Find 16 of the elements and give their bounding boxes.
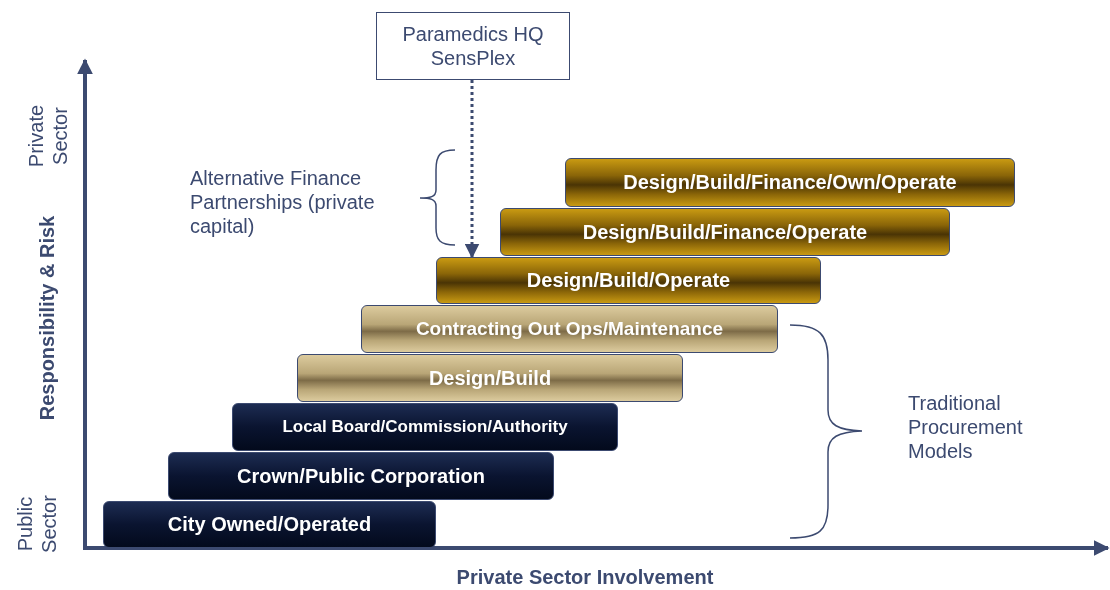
callout-box: Paramedics HQ SensPlex [376,12,570,80]
step-bar: Design/Build/Finance/Operate [500,208,950,256]
step-bar: Contracting Out Ops/Maintenance [361,305,778,353]
brace-label: Traditional Procurement Models [908,391,1024,463]
step-bar: Design/Build/Operate [436,257,821,304]
step-bar: Design/Build [297,354,683,402]
step-bar: City Owned/Operated [103,501,436,548]
arrow [464,80,480,259]
axis-label: Private Sector Involvement [455,565,715,589]
step-bar: Local Board/Commission/Authority [232,403,618,451]
brace-label: Alternative Finance Partnerships (private capital) [190,166,376,238]
axis-label: Public Sector [13,494,61,555]
axis-label: Private Sector [24,103,72,170]
step-bar: Crown/Public Corporation [168,452,554,500]
axis-label: Responsibility & Risk [35,214,59,423]
step-bar: Design/Build/Finance/Own/Operate [565,158,1015,207]
